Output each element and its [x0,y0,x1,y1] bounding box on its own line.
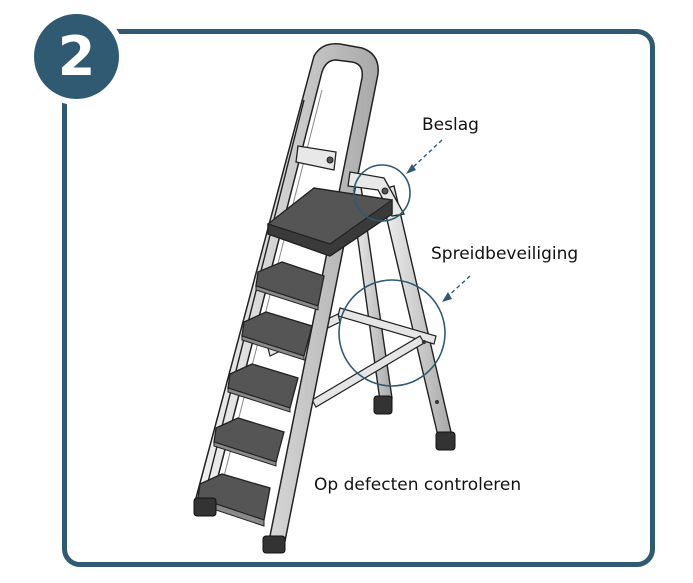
top-platform [267,187,393,257]
beslag-callout-circle [353,164,411,222]
spreidbeveiliging-callout-circle [338,279,446,387]
ladder-steps [197,261,325,527]
callout-markers [338,139,471,387]
caption-text: Op defecten controleren [314,475,522,495]
spreidbeveiliging-callout-arrow [445,275,471,299]
front-feet [193,497,286,554]
beslag-callout-arrow [409,139,443,171]
label-beslag: Beslag [422,115,479,135]
step-number: 2 [57,24,96,88]
label-spreidbeveiliging: Spreidbeveiliging [431,244,579,264]
rear-leg-rivets [422,340,439,404]
step-number-badge: 2 [28,8,125,105]
